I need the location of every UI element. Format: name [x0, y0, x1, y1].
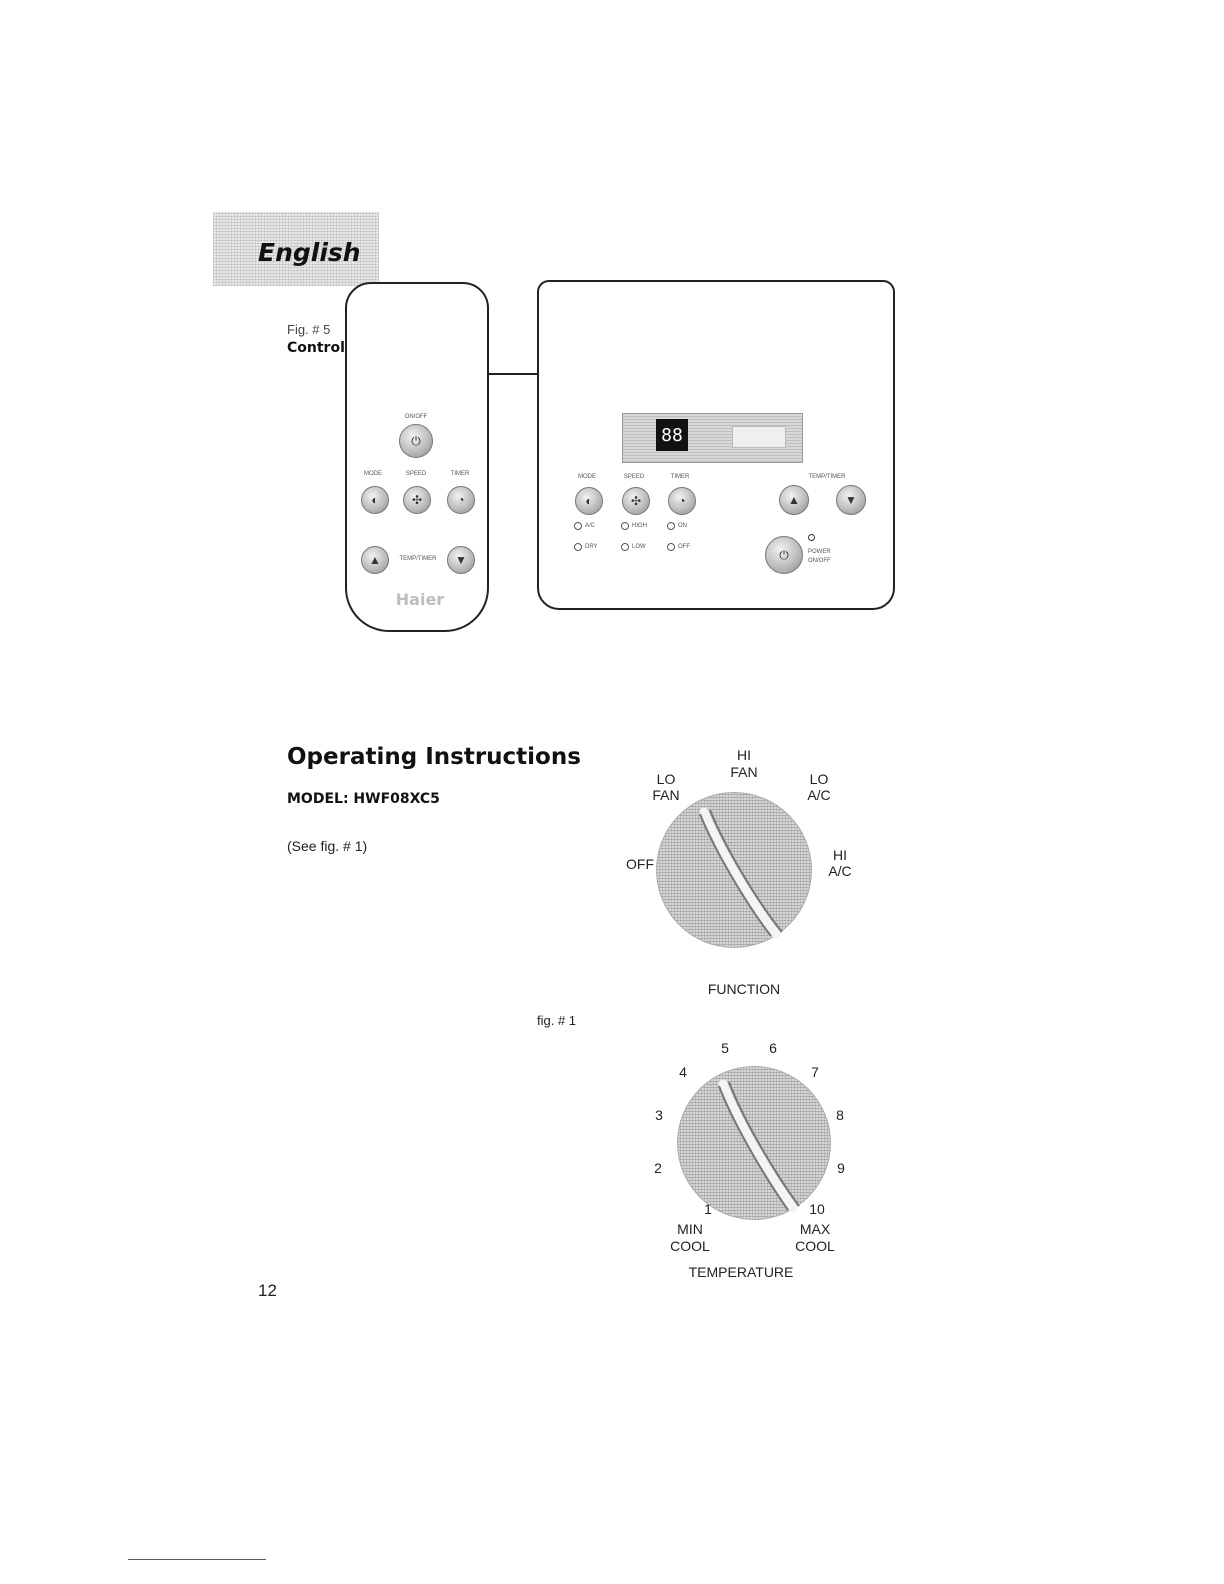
- led-dot: [667, 543, 675, 551]
- panel-temp-down-button[interactable]: ▼: [836, 485, 866, 515]
- figure-number: Fig. # 5: [287, 322, 331, 337]
- led-low: LOW: [621, 543, 646, 551]
- arrow-up-icon: ▲: [788, 493, 800, 507]
- temp-max-label-2: COOL: [795, 1238, 835, 1254]
- temp-number-4: 4: [679, 1064, 687, 1080]
- display-digits: 88: [656, 419, 688, 451]
- figure-1-caption: fig. # 1: [537, 1013, 577, 1028]
- led-on: ON: [667, 522, 687, 530]
- temp-min-label-1: MIN: [677, 1221, 703, 1237]
- language-tab: [213, 212, 379, 286]
- fan-icon: ✣: [411, 493, 423, 507]
- remote-timer-button[interactable]: ◔: [447, 486, 475, 514]
- panel-power-label-1: POWER: [808, 549, 831, 555]
- function-dial-label: FUNCTION: [707, 981, 781, 997]
- temp-min-label-2: COOL: [670, 1238, 710, 1254]
- led-off: OFF: [667, 543, 690, 551]
- arrow-down-icon: ▼: [455, 553, 467, 567]
- panel-temp-up-button[interactable]: ▲: [779, 485, 809, 515]
- remote-power-button[interactable]: ⏻: [399, 424, 433, 458]
- temp-number-1: 1: [704, 1201, 712, 1217]
- remote-temp-down-button[interactable]: ▼: [447, 546, 475, 574]
- remote-speed-label: SPEED: [405, 471, 427, 477]
- led-high: HIGH: [621, 522, 647, 530]
- function-lo-ac-label-2: A/C: [807, 787, 831, 803]
- panel-display: [622, 413, 803, 463]
- temp-number-8: 8: [836, 1107, 844, 1123]
- temp-number-7: 7: [811, 1064, 819, 1080]
- figure-reference: (See fig. # 1): [287, 838, 368, 854]
- arrow-up-icon: ▲: [369, 553, 381, 567]
- remote-temp-label: TEMP/TIMER: [399, 556, 437, 562]
- function-hi-fan-label-2: FAN: [730, 764, 758, 780]
- temperature-dial-label: TEMPERATURE: [688, 1264, 794, 1280]
- function-lo-fan-label-2: FAN: [652, 787, 680, 803]
- temp-number-2: 2: [654, 1160, 662, 1176]
- remote-power-label: ON/OFF: [404, 414, 428, 420]
- model-number: MODEL: HWF08XC5: [287, 791, 440, 807]
- temp-number-6: 6: [769, 1040, 777, 1056]
- function-hi-ac-label-1: HI: [833, 847, 847, 863]
- panel-power-button[interactable]: ⏻: [765, 536, 803, 574]
- remote-mode-label: MODE: [364, 471, 382, 477]
- led-ac: A/C: [574, 522, 595, 530]
- temp-number-10: 10: [809, 1201, 825, 1217]
- page-number: 12: [258, 1281, 277, 1300]
- function-lo-fan-label-1: LO: [656, 771, 676, 787]
- power-icon: ⏻: [411, 433, 421, 448]
- display-window: [732, 426, 786, 448]
- led-dot: [667, 522, 675, 530]
- panel-speed-label: SPEED: [623, 474, 645, 480]
- panel-timer-button[interactable]: ◔: [668, 487, 696, 515]
- temp-number-9: 9: [837, 1160, 845, 1176]
- fan-icon: ✣: [630, 494, 642, 508]
- language-tab-label: English: [258, 238, 361, 267]
- function-hi-fan-label-1: HI: [737, 747, 751, 763]
- panel-speed-button[interactable]: ✣: [622, 487, 650, 515]
- power-icon: ⏻: [779, 547, 789, 562]
- panel-temp-label: TEMP/TIMER: [808, 474, 846, 480]
- temp-number-5: 5: [721, 1040, 729, 1056]
- temp-number-3: 3: [655, 1107, 663, 1123]
- panel-timer-label: TIMER: [670, 474, 690, 480]
- temperature-knob-ridge: [718, 1079, 800, 1213]
- led-dot: [621, 522, 629, 530]
- remote-temp-up-button[interactable]: ▲: [361, 546, 389, 574]
- led-dry: DRY: [574, 543, 598, 551]
- function-lo-ac-label-1: LO: [809, 771, 829, 787]
- mode-icon: ◐: [585, 494, 593, 508]
- bottom-rule: [128, 1559, 266, 1560]
- remote-mode-button[interactable]: ◐: [361, 486, 389, 514]
- panel-mode-label: MODE: [578, 474, 596, 480]
- mode-icon: ◐: [371, 493, 379, 507]
- panel-mode-button[interactable]: ◐: [575, 487, 603, 515]
- remote-brand-logo: Haier: [395, 590, 445, 609]
- timer-icon: ◔: [678, 494, 686, 508]
- led-dot: [621, 543, 629, 551]
- section-title: Operating Instructions: [287, 744, 581, 770]
- remote-speed-button[interactable]: ✣: [403, 486, 431, 514]
- led-dot: [574, 522, 582, 530]
- function-off-label: OFF: [626, 856, 654, 872]
- led-dot: [574, 543, 582, 551]
- panel-power-label-2: ON/OFF: [808, 558, 831, 564]
- timer-icon: ◔: [457, 493, 465, 507]
- temp-max-label-1: MAX: [799, 1221, 831, 1237]
- power-led: [808, 534, 815, 541]
- remote-timer-label: TIMER: [450, 471, 470, 477]
- function-knob-ridge: [699, 807, 783, 939]
- arrow-down-icon: ▼: [845, 493, 857, 507]
- function-hi-ac-label-2: A/C: [828, 863, 852, 879]
